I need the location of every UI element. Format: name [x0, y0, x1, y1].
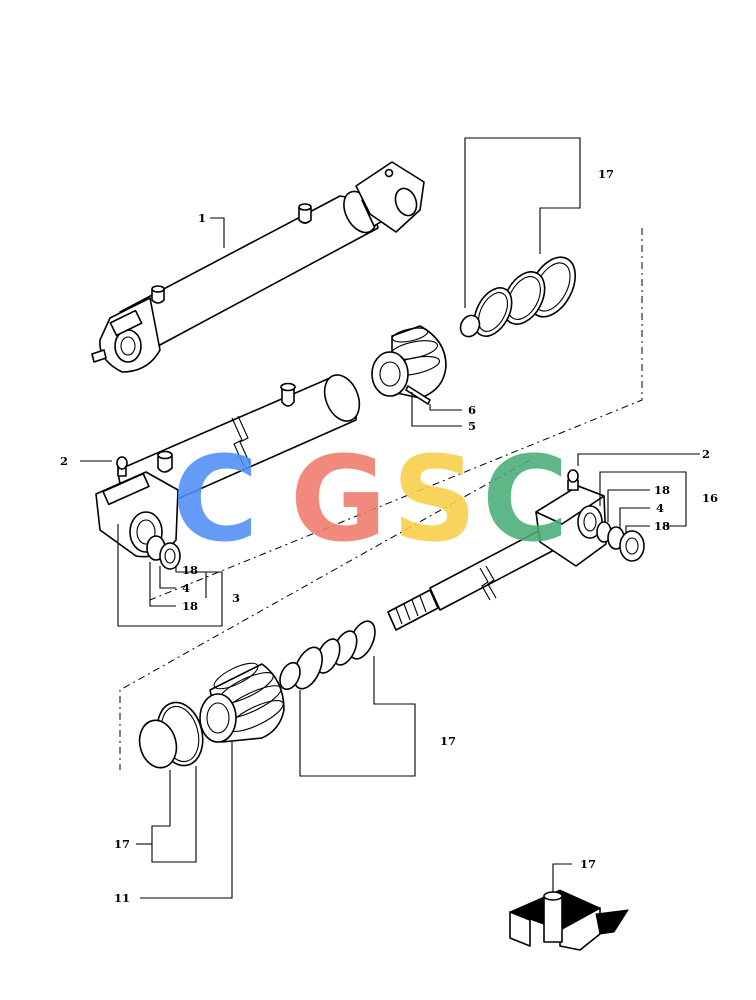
piston	[371, 325, 462, 427]
callout-11: 11	[114, 891, 130, 905]
watermark-letter-g: G	[290, 430, 387, 568]
callout-16: 16	[702, 491, 718, 505]
callout-5: 5	[468, 419, 476, 433]
watermark-letter-s: S	[392, 430, 477, 568]
watermark-letter-c1: C	[172, 430, 259, 568]
callout-17-lubricant: 17	[580, 857, 596, 871]
callout-18-barrel-lower: 18	[182, 599, 198, 613]
callout-2-barrel: 2	[60, 454, 68, 468]
callout-18-rod-upper: 18	[654, 483, 670, 497]
callout-2-rod: 2	[702, 447, 710, 461]
assembly-guide-line-upper	[149, 228, 643, 601]
lubricant-tube-icon	[508, 863, 629, 951]
callout-6: 6	[468, 403, 476, 417]
watermark-logo: C G S C	[172, 430, 569, 568]
callout-17-rod-seals: 17	[440, 734, 456, 748]
piston-rod	[387, 453, 700, 631]
callout-18-barrel-upper: 18	[182, 563, 198, 577]
rod-seal-rings	[279, 620, 416, 777]
callout-4-rod: 4	[656, 501, 664, 515]
callout-3: 3	[232, 591, 240, 605]
callout-17-o-rings: 17	[114, 837, 130, 851]
callout-4-barrel: 4	[182, 581, 190, 595]
callout-17-top-rings: 17	[598, 167, 614, 181]
callout-labels: 1 2 2 3 4 4 5 6 11 16 17 17 17 17 18 18 …	[60, 167, 718, 905]
callout-18-rod-lower: 18	[654, 519, 670, 533]
assembled-cylinder	[91, 161, 425, 373]
gland	[140, 662, 285, 899]
assembly-guide-line-lower	[119, 459, 531, 770]
gland-o-rings	[136, 701, 204, 863]
cylinder-barrel	[80, 374, 361, 627]
watermark-letter-c2: C	[482, 430, 569, 568]
seal-rings-top	[459, 137, 581, 338]
callout-1: 1	[198, 211, 206, 225]
